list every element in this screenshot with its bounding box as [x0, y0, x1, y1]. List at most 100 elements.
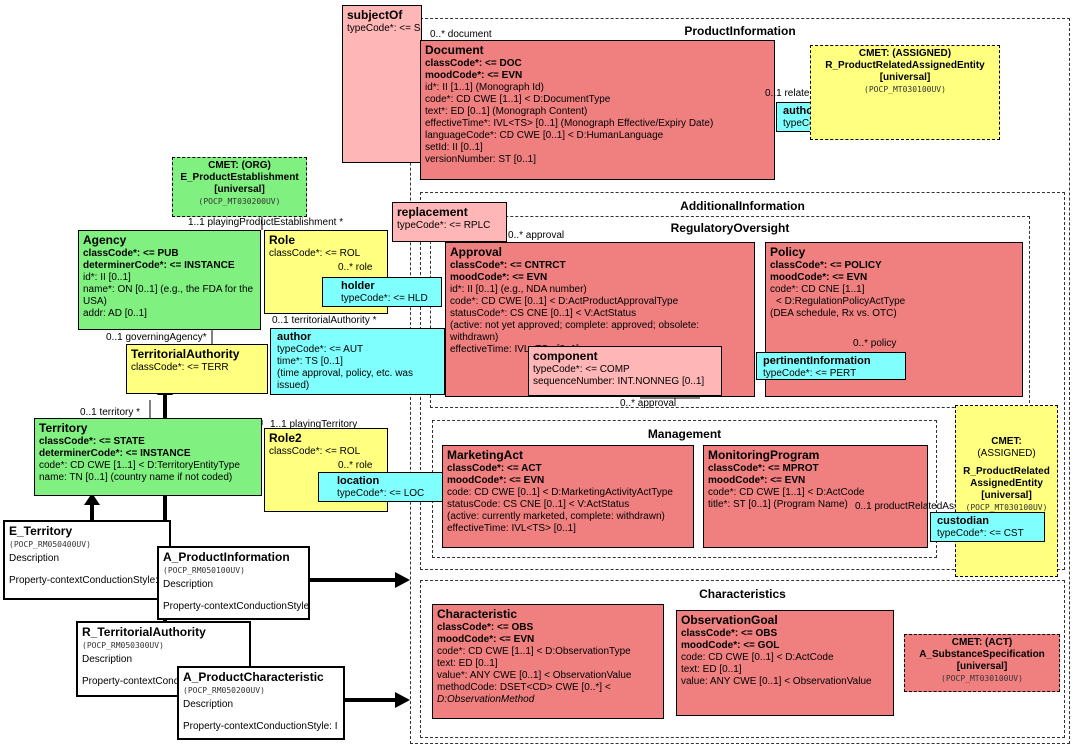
- multiplicity-label: 0..* policy: [853, 338, 897, 349]
- pertinent-information-association[interactable]: pertinentInformation typeCode*: <= PERT: [756, 352, 906, 380]
- class-title: Policy: [770, 245, 806, 259]
- multiplicity-label: 1..1 playingTerritory: [270, 419, 358, 430]
- class-title: holder: [341, 280, 375, 292]
- attr: classCode*: <= PUB: [83, 248, 179, 259]
- attr: addr: AD [0..1]: [83, 308, 147, 319]
- cmet-code: (POCP_MT030100UV): [965, 503, 1048, 512]
- characteristic-class[interactable]: Characteristic classCode*: <= OBS moodCo…: [432, 604, 664, 719]
- cmet-product-establishment[interactable]: CMET: (ORG) E_ProductEstablishment [univ…: [172, 157, 307, 217]
- attr: code*: CD CWE [1..1] < D:DocumentType: [425, 94, 611, 105]
- attr: classCode*: <= STATE: [39, 436, 145, 447]
- attr: moodCode*: <= EVN: [447, 475, 545, 486]
- class-title: A_ProductInformation: [163, 550, 290, 564]
- attr: moodCode*: <= GOL: [681, 640, 780, 651]
- cmet-line: R_ProductRelatedAssignedEntity: [963, 466, 1050, 489]
- class-code: (POCP_RM050400UV): [9, 540, 91, 549]
- subject-of-class[interactable]: subjectOf typeCode*: <= SUBJ: [342, 5, 422, 163]
- cmet-line: CMET:: [991, 436, 1022, 447]
- attr: < D:RegulationPolicyActType: [776, 296, 906, 307]
- attr: Description: [9, 553, 60, 564]
- class-title: TerritorialAuthority: [131, 347, 240, 361]
- frame-title: RegulatoryOversight: [670, 221, 790, 235]
- class-title: ObservationGoal: [681, 613, 778, 627]
- attr: value*: ANY CWE [0..1] < ObservationValu…: [437, 670, 632, 681]
- attr: Property-contextConductionStyle: I: [163, 601, 310, 612]
- replacement-class[interactable]: replacement typeCode*: <= RPLC: [392, 202, 507, 242]
- author-ta-association[interactable]: author typeCode*: <= AUT time*: TS [0..1…: [270, 328, 445, 395]
- class-title: Approval: [450, 245, 503, 259]
- attr: Property-contextConductionStyle: I: [183, 721, 338, 732]
- cmet-assigned-entity-1[interactable]: CMET: (ASSIGNED) R_ProductRelatedAssigne…: [810, 45, 1000, 140]
- cmet-code: (POCP_MT030100UV): [941, 674, 1023, 683]
- e-territory-box[interactable]: E_Territory (POCP_RM050400UV) Descriptio…: [3, 520, 171, 600]
- attr: text*: ED [0..1] (Monograph Content): [425, 106, 588, 117]
- attr: classCode*: <= OBS: [437, 622, 534, 633]
- attr: effectiveTime*: IVL<TS> [0..1] (Monograp…: [425, 118, 714, 129]
- type-code: typeCode*: <= SUBJ: [347, 23, 421, 34]
- location-association[interactable]: location typeCode*: <= LOC: [318, 472, 443, 502]
- attr: code*: CD CWE [1..1] < D:TerritoryEntity…: [39, 460, 240, 471]
- type-code: typeCode*: <= HLD: [341, 293, 428, 304]
- cmet-line: CMET: (ORG): [208, 160, 271, 171]
- attr: sequenceNumber: INT.NONNEG [0..1]: [533, 376, 705, 387]
- a-product-characteristic-box[interactable]: A_ProductCharacteristic (POCP_RM050200UV…: [177, 666, 345, 740]
- attr: Description: [183, 699, 234, 710]
- attr: id*: II [1..1] (Monograph Id): [425, 82, 544, 93]
- type-code: typeCode*: <= PERT: [763, 368, 857, 379]
- document-class[interactable]: Document classCode*: <= DOC moodCode*: <…: [420, 40, 775, 180]
- attr: moodCode*: <= EVN: [770, 272, 868, 283]
- class-title: Territory: [39, 421, 88, 435]
- type-code: typeCode*: <= RPLC: [397, 220, 491, 231]
- class-title: location: [337, 475, 380, 487]
- agency-class[interactable]: Agency classCode*: <= PUB determinerCode…: [78, 230, 261, 330]
- multiplicity-label: 0..* role: [338, 262, 373, 273]
- component-class[interactable]: component typeCode*: <= COMP sequenceNum…: [528, 346, 722, 396]
- attr: code*: CD CWE [0..1] < D:ActProductAppro…: [450, 296, 679, 307]
- attr: moodCode*: <= EVN: [450, 272, 548, 283]
- cmet-line: [universal]: [214, 184, 265, 195]
- cmet-code: (POCP_MT030200UV): [198, 197, 281, 206]
- cmet-assigned-entity-2[interactable]: CMET: (ASSIGNED) R_ProductRelatedAssigne…: [955, 405, 1058, 577]
- class-title: pertinentInformation: [763, 355, 871, 367]
- territory-class[interactable]: Territory classCode*: <= STATE determine…: [34, 418, 262, 496]
- attr: code*: CD CWE [1..1] < D:ActCode: [708, 487, 865, 498]
- attr: id*: II [0..1] (e.g., NDA number): [450, 284, 587, 295]
- attr: value: ANY CWE [0..1] < ObservationValue: [681, 676, 872, 687]
- attr: classCode*: <= DOC: [425, 58, 522, 69]
- class-title: E_Territory: [9, 524, 73, 538]
- multiplicity-label: 0..1 governingAgency*: [106, 332, 207, 343]
- type-code: typeCode*: <= CST: [937, 528, 1024, 539]
- attr: determinerCode*: <= INSTANCE: [39, 448, 191, 459]
- holder-association[interactable]: holder typeCode*: <= HLD: [322, 277, 442, 307]
- class-title: Characteristic: [437, 607, 518, 621]
- attr: statusCode*: CS CNE [0..1] < V:ActStatus: [450, 308, 637, 319]
- cmet-code: (POCP_MT030100UV): [864, 85, 946, 94]
- frame-title: AdditionalInformation: [680, 199, 805, 213]
- class-title: Role: [269, 233, 296, 247]
- attr: languageCode*: CD CWE [0..1] < D:HumanLa…: [425, 130, 664, 141]
- role-class[interactable]: Role classCode*: <= ROL: [264, 230, 388, 314]
- attr: effectiveTime: IVL<TS> [0..1]: [447, 523, 576, 534]
- attr: id*: II [0..1]: [83, 272, 131, 283]
- cmet-line: R_ProductRelatedAssignedEntity: [825, 60, 985, 71]
- attr: (DEA schedule, Rx vs. OTC): [770, 308, 897, 319]
- monitoring-program-class[interactable]: MonitoringProgram classCode*: <= MPROT m…: [703, 445, 928, 548]
- cmet-line: (ASSIGNED): [977, 448, 1036, 459]
- multiplicity-label: 0..1 territory *: [80, 407, 141, 418]
- attr: Description: [82, 654, 133, 665]
- class-title: custodian: [937, 515, 989, 527]
- observation-goal-class[interactable]: ObservationGoal classCode*: <= OBS moodC…: [676, 610, 894, 716]
- attr: methodCode: DSET<CD> CWE [0..*] <: [437, 682, 611, 693]
- frame-title: ProductInformation: [684, 24, 796, 38]
- multiplicity-label: 0..* role: [338, 460, 373, 471]
- attr: code: CD CWE [0..1] < D:ActCode: [681, 652, 834, 663]
- marketing-act-class[interactable]: MarketingAct classCode*: <= ACT moodCode…: [442, 445, 694, 548]
- territorial-authority-class[interactable]: TerritorialAuthority classCode*: <= TERR: [126, 344, 268, 394]
- a-product-information-box[interactable]: A_ProductInformation (POCP_RM050100UV) D…: [157, 546, 310, 620]
- attr: classCode*: <= ACT: [447, 463, 542, 474]
- multiplicity-label: 0..* approval: [508, 230, 565, 241]
- custodian-association[interactable]: custodian typeCode*: <= CST: [930, 512, 1045, 542]
- attr: code*: CD CNE [1..1]: [770, 284, 865, 295]
- attr: time*: TS [0..1]: [277, 356, 343, 367]
- cmet-substance-specification[interactable]: CMET: (ACT) A_SubstanceSpecification [un…: [904, 634, 1060, 692]
